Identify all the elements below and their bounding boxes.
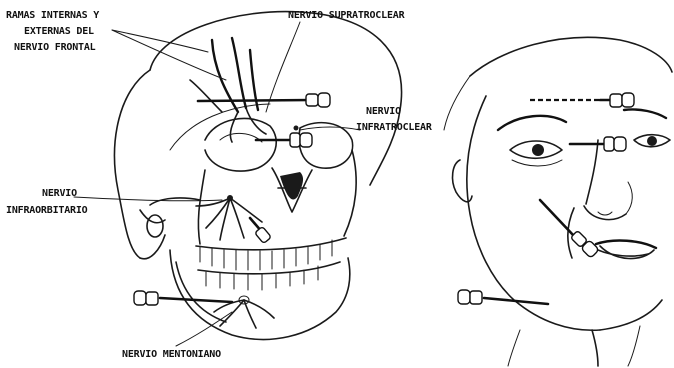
label-infraorbitario-line1: NERVIO <box>6 187 88 200</box>
frontal-nerve-branches <box>190 38 266 142</box>
label-ramas-frontal-line3: NERVIO FRONTAL <box>6 41 99 54</box>
skull-drawing <box>115 12 402 340</box>
label-infratroclear-line2: INFRATROCLEAR <box>356 121 432 134</box>
face-needles <box>458 93 634 304</box>
face-drawing <box>444 37 672 366</box>
label-supratroclear: NERVIO SUPRATROCLEAR <box>288 9 404 22</box>
label-mentoniano: NERVIO MENTONIANO <box>122 348 221 361</box>
label-ramas-frontal-line2: EXTERNAS DEL <box>6 25 99 38</box>
label-infraorbitario-line2: INFRAORBITARIO <box>6 204 88 217</box>
label-ramas-frontal-line1: RAMAS INTERNAS Y <box>6 9 99 22</box>
label-infraorbitario: NERVIO INFRAORBITARIO <box>6 187 88 217</box>
label-infratroclear: NERVIO INFRATROCLEAR <box>356 105 432 134</box>
label-infratroclear-line1: NERVIO <box>356 105 432 118</box>
label-ramas-frontal: RAMAS INTERNAS Y EXTERNAS DEL NERVIO FRO… <box>6 9 99 54</box>
